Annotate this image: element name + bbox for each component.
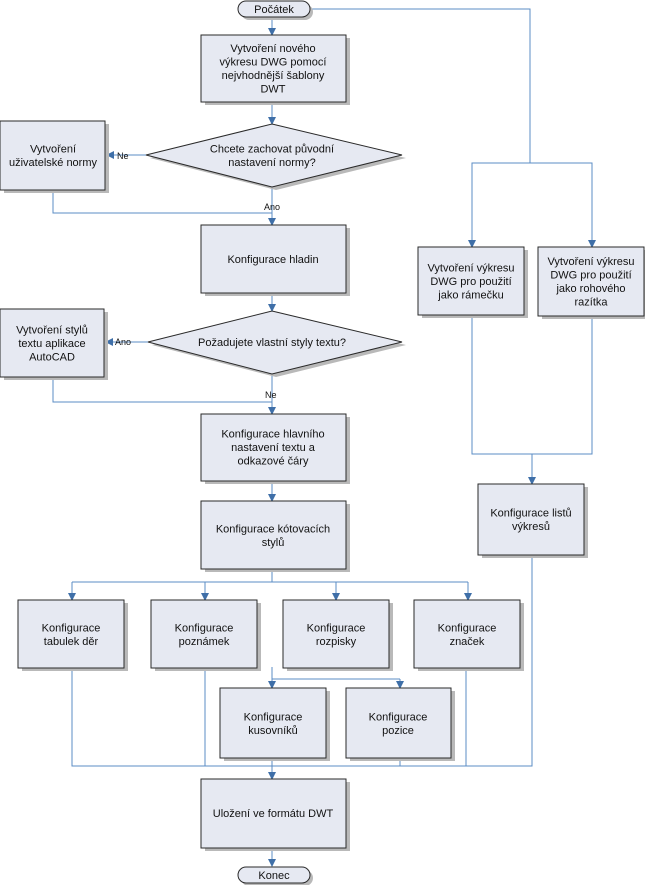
edge-label-yes-1: Ano bbox=[264, 202, 280, 212]
terminal-start-label: Počátek bbox=[254, 4, 294, 16]
decision-keep-standard: Chcete zachovat původní nastavení normy? bbox=[145, 123, 406, 190]
label-line: stylů bbox=[262, 537, 285, 549]
label-line: nejvhodnější šablony bbox=[222, 70, 325, 82]
label-line: odkazové čáry bbox=[238, 456, 309, 468]
decision-keep-standard-label: Chcete zachovat původní nastavení normy? bbox=[210, 143, 334, 169]
label-line: nastavení normy? bbox=[228, 157, 315, 169]
process-save-dwt-label: Uložení ve formátu DWT bbox=[213, 808, 334, 820]
label-line: nastavení textu a bbox=[231, 442, 316, 454]
label-line: rozpisky bbox=[316, 636, 357, 648]
label-line: poznámek bbox=[179, 636, 230, 648]
label-line: Uložení ve formátu DWT bbox=[213, 808, 334, 820]
label-line: Konfigurace hlavního bbox=[221, 429, 324, 441]
process-config-dim-label: Konfigurace kótovacích stylů bbox=[216, 523, 330, 549]
process-config-sheets: Konfigurace listů výkresů bbox=[477, 483, 588, 558]
label-line: výkresu DWG pomocí bbox=[220, 56, 327, 68]
label-line: Vytvoření výkresu bbox=[427, 263, 514, 275]
terminal-end: Konec bbox=[237, 866, 313, 885]
process-config-bom-label: Konfigurace kusovníků bbox=[244, 711, 303, 737]
process-config-bom: Konfigurace kusovníků bbox=[219, 687, 330, 761]
label-line: značek bbox=[450, 636, 485, 648]
process-config-balloons: Konfigurace pozice bbox=[345, 687, 455, 761]
label-line: Počátek bbox=[254, 4, 294, 16]
decision-text-styles: Požadujete vlastní styly textu? bbox=[147, 310, 406, 377]
process-config-notes-label: Konfigurace poznámek bbox=[175, 622, 234, 648]
label-line: jako rámečku bbox=[437, 290, 503, 302]
process-config-layers: Konfigurace hladin bbox=[200, 224, 350, 296]
edge-label-no-1: Ne bbox=[117, 151, 129, 161]
edge-textstyles-merge bbox=[52, 377, 272, 403]
label-line: Konfigurace bbox=[438, 622, 497, 634]
label-line: Konfigurace bbox=[175, 622, 234, 634]
label-line: Vytvoření výkresu bbox=[547, 256, 634, 268]
process-config-parts: Konfigurace rozpisky bbox=[282, 599, 393, 671]
label-line: Požadujete vlastní styly textu? bbox=[198, 337, 346, 349]
process-config-notes: Konfigurace poznámek bbox=[150, 599, 261, 671]
process-create-standard-label: Vytvoření uživatelské normy bbox=[9, 143, 98, 169]
label-line: pozice bbox=[382, 725, 414, 737]
edge-standard-merge bbox=[52, 190, 272, 214]
label-line: Vytvoření stylů bbox=[16, 325, 88, 337]
edge-border-down bbox=[471, 315, 532, 455]
process-config-holes: Konfigurace tabulek děr bbox=[17, 599, 128, 671]
label-line: Konfigurace bbox=[307, 622, 366, 634]
edge-split-to-titleblock bbox=[530, 162, 596, 248]
process-config-parts-label: Konfigurace rozpisky bbox=[307, 622, 366, 648]
label-line: Konfigurace bbox=[244, 711, 303, 723]
label-line: Konfigurace bbox=[42, 622, 101, 634]
edge-bottom-bus bbox=[71, 555, 533, 767]
label-line: Konfigurace bbox=[369, 711, 428, 723]
label-line: DWG pro použití bbox=[430, 276, 511, 288]
label-line: Konfigurace listů bbox=[490, 507, 571, 519]
edge-titleblock-down bbox=[532, 316, 593, 455]
process-config-sheets-label: Konfigurace listů výkresů bbox=[490, 507, 571, 533]
label-line: DWG pro použití bbox=[550, 269, 631, 281]
terminal-start: Počátek bbox=[237, 0, 313, 20]
label-line: Konfigurace kótovacích bbox=[216, 523, 330, 535]
label-line: DWT bbox=[260, 83, 285, 95]
process-config-holes-label: Konfigurace tabulek děr bbox=[42, 622, 101, 648]
label-line: Konec bbox=[258, 870, 290, 882]
label-line: Vytvoření nového bbox=[230, 43, 315, 55]
process-config-layers-label: Konfigurace hladin bbox=[227, 254, 318, 266]
label-line: kusovníků bbox=[248, 725, 298, 737]
process-config-symbols: Konfigurace značek bbox=[413, 599, 524, 671]
label-line: Chcete zachovat původní bbox=[210, 143, 334, 155]
process-config-dim: Konfigurace kótovacích stylů bbox=[200, 500, 350, 572]
process-config-symbols-label: Konfigurace značek bbox=[438, 622, 497, 648]
label-line: razítka bbox=[574, 296, 608, 308]
label-line: výkresů bbox=[512, 521, 550, 533]
process-config-balloons-label: Konfigurace pozice bbox=[369, 711, 428, 737]
label-line: Vytvoření bbox=[30, 143, 76, 155]
label-line: jako rohového bbox=[555, 283, 625, 295]
process-save-dwt: Uložení ve formátu DWT bbox=[200, 778, 350, 851]
label-line: textu aplikace bbox=[18, 338, 85, 350]
connectors bbox=[52, 8, 596, 867]
edge-label-yes-2: Ano bbox=[115, 337, 131, 347]
terminal-end-label: Konec bbox=[258, 870, 290, 882]
label-line: AutoCAD bbox=[29, 352, 75, 364]
label-line: uživatelské normy bbox=[9, 157, 98, 169]
label-line: tabulek děr bbox=[44, 636, 99, 648]
process-create-standard: Vytvoření uživatelské normy bbox=[0, 120, 109, 193]
decision-text-styles-label: Požadujete vlastní styly textu? bbox=[198, 337, 346, 349]
label-line: Konfigurace hladin bbox=[227, 254, 318, 266]
edge-label-no-2: Ne bbox=[265, 390, 277, 400]
